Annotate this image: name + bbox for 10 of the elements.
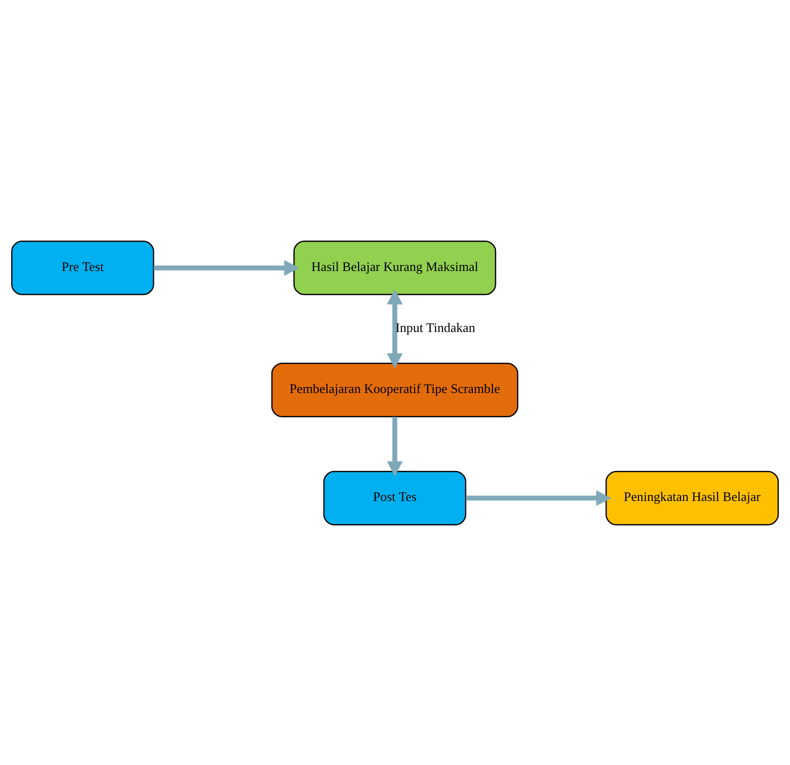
node-box: Peningkatan Hasil Belajar xyxy=(606,470,779,525)
node-box: Post Tes xyxy=(323,470,466,525)
edge-label: Input Tindakan xyxy=(396,320,476,335)
arrow xyxy=(154,259,300,276)
node-box: Pembelajaran Kooperatif Tipe Scramble xyxy=(271,362,518,417)
arrow xyxy=(466,490,612,506)
node-box: Hasil Belajar Kurang Maksimal xyxy=(293,240,496,295)
arrow xyxy=(386,288,403,368)
arrow xyxy=(386,416,403,476)
node-box: Pre Test xyxy=(11,240,154,295)
